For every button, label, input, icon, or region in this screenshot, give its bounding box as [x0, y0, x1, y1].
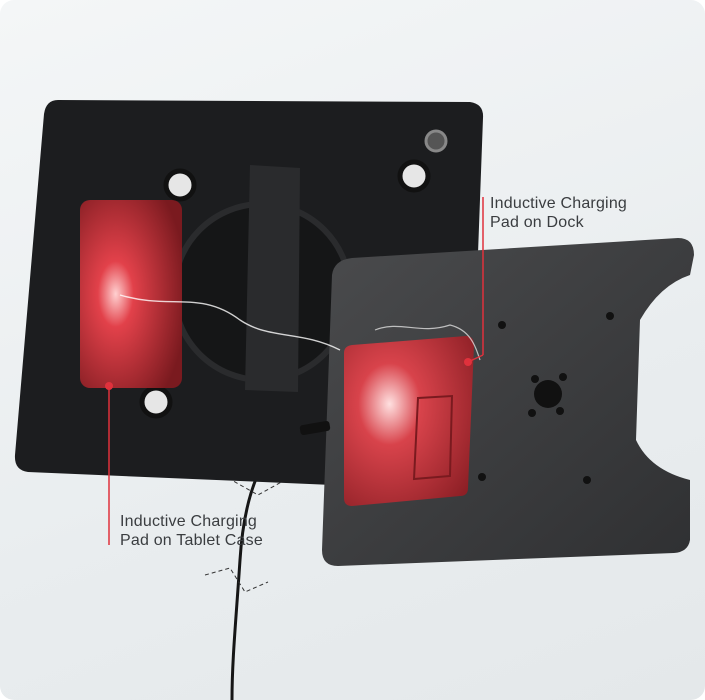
hand-strap [245, 165, 300, 392]
charging-dock [299, 238, 694, 566]
screw-icon [163, 168, 197, 202]
dock-charging-pad [344, 336, 474, 506]
energy-arc [119, 294, 341, 351]
label-line: Pad on Dock [490, 214, 584, 231]
dock-callout-dot [464, 358, 472, 366]
mount-hole [534, 380, 562, 408]
label-line: Inductive Charging [490, 195, 628, 212]
screw-icon [139, 385, 173, 419]
case-pad-label: Inductive Charging Pad on Tablet Case [120, 512, 263, 550]
case-callout-dot [105, 382, 113, 390]
label-line: Pad on Tablet Case [120, 532, 263, 549]
case-charging-pad [80, 200, 182, 388]
label-line: Inductive Charging [120, 513, 258, 530]
screw-icon [397, 159, 431, 193]
cable-connector [299, 420, 331, 436]
dock-pad-label: Inductive Charging Pad on Dock [490, 194, 627, 232]
camera-icon [424, 129, 448, 153]
